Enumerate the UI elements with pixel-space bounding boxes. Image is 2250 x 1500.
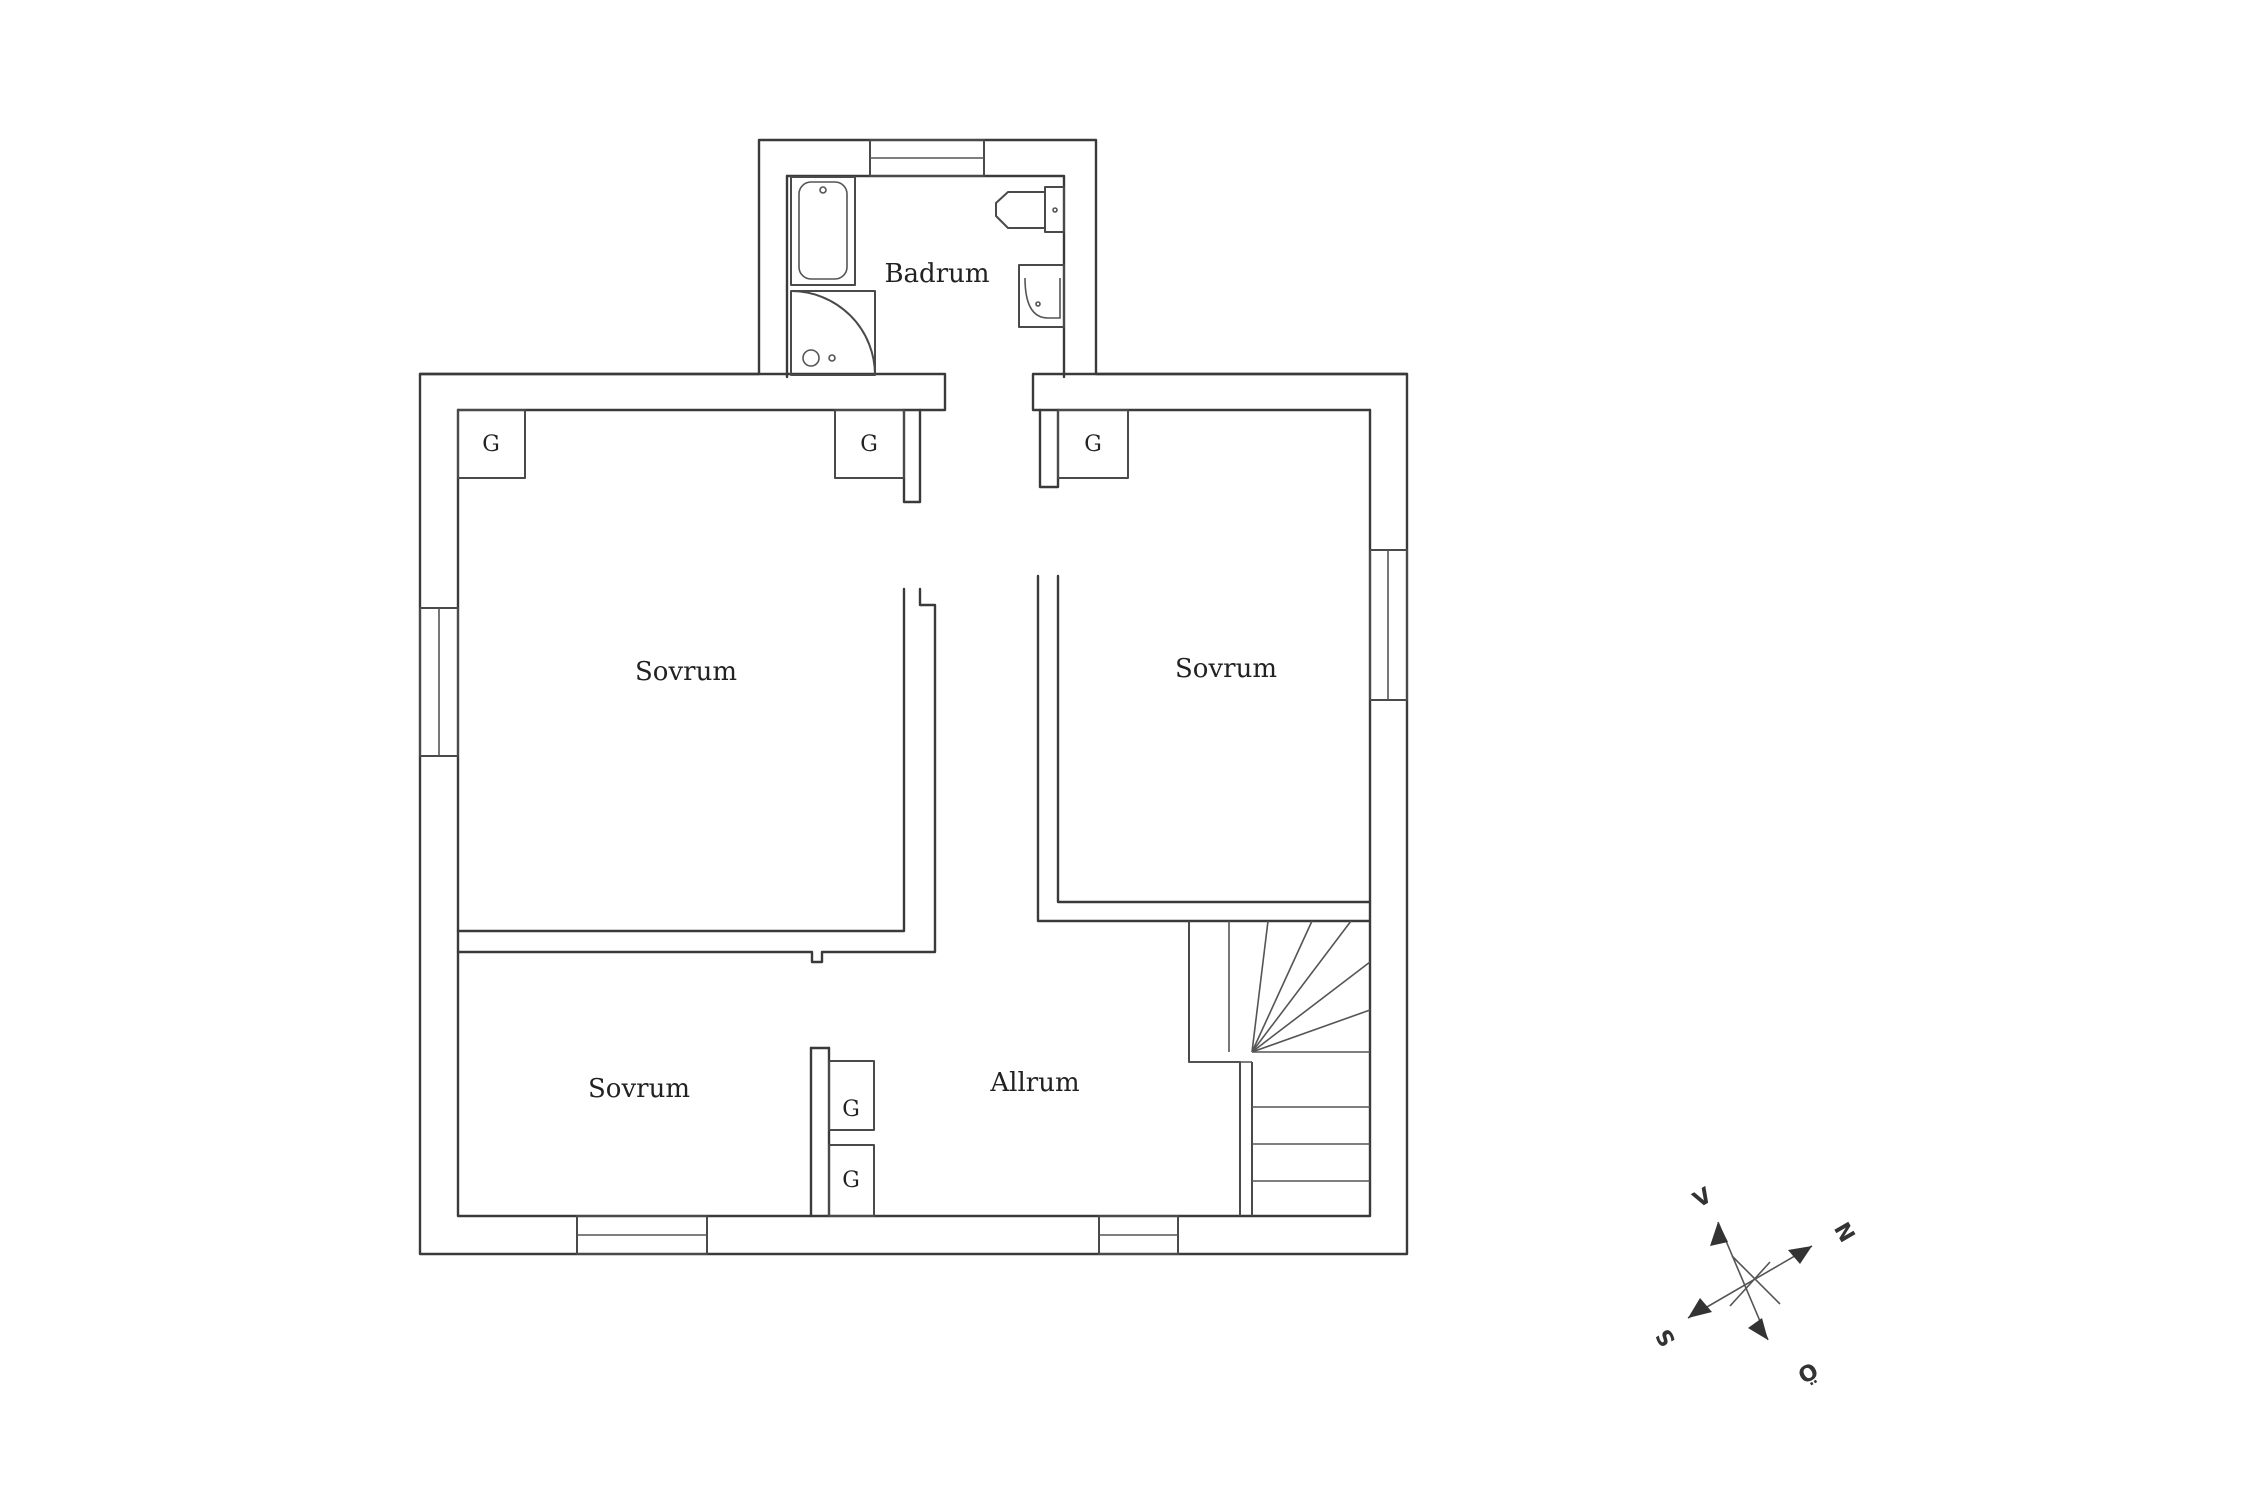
closet-label: G [842, 1168, 860, 1193]
room-label-sovrum-left: Sovrum [635, 657, 737, 687]
closet-g-5: G [828, 1144, 875, 1217]
room-label-allrum: Allrum [989, 1068, 1079, 1098]
closet-label: G [1084, 432, 1102, 457]
room-label-badrum: Badrum [884, 259, 989, 289]
staircase [1188, 920, 1371, 1216]
compass-label-north: N [1828, 1219, 1859, 1247]
closet-label: G [842, 1097, 860, 1122]
toilet-icon [995, 186, 1065, 233]
closet-label: G [860, 432, 878, 457]
compass-label-west: V [1689, 1183, 1716, 1213]
closet-g-1: G [457, 409, 526, 479]
closet-label: G [482, 432, 500, 457]
bathtub-icon [790, 176, 856, 286]
shower-icon [790, 290, 876, 376]
interior-walls [418, 372, 1409, 1218]
outer-walls [418, 138, 1409, 1256]
windows [419, 139, 1408, 1255]
compass-arrow-o [1748, 1318, 1768, 1340]
compass-arrow-n [1788, 1246, 1812, 1264]
room-label-sovrum-right: Sovrum [1175, 654, 1277, 684]
closet-g-4: G [828, 1060, 875, 1131]
closet-g-2: G [834, 409, 905, 479]
room-label-sovrum-bottom: Sovrum [588, 1074, 690, 1104]
compass-label-east: Ö [1793, 1356, 1822, 1388]
compass-label-south: S [1652, 1324, 1682, 1350]
compass-arrow-s [1688, 1298, 1712, 1318]
sink-icon [1018, 264, 1065, 328]
compass-rose: V N Ö S [1652, 1183, 1859, 1388]
compass-arrow-v [1710, 1222, 1728, 1246]
closet-g-3: G [1057, 409, 1129, 479]
